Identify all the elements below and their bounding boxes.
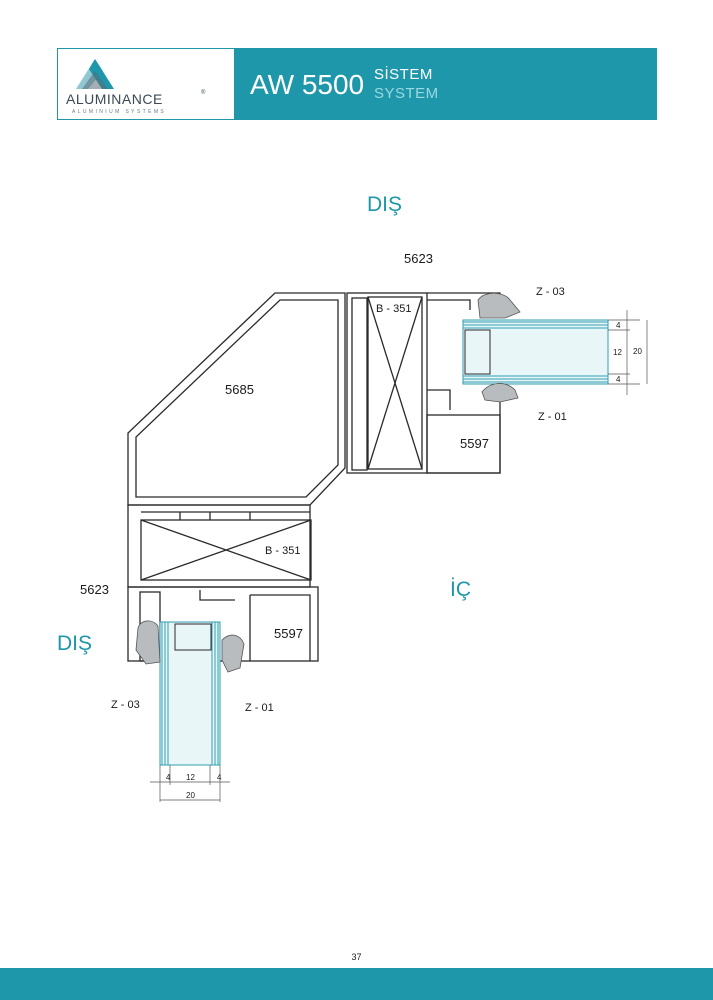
dim-right-4a: 4 xyxy=(616,321,621,330)
logo: ALUMINANCE ® ALUMINIUM SYSTEMS xyxy=(58,49,234,119)
gasket-z03-top xyxy=(477,292,521,319)
label-profile-5597-bottom: 5597 xyxy=(274,626,303,641)
label-gasket-z01-top: Z - 01 xyxy=(538,411,567,423)
registered-mark: ® xyxy=(201,90,206,96)
page-number: 37 xyxy=(351,952,362,962)
label-profile-5685: 5685 xyxy=(225,382,254,397)
dim-right-12: 12 xyxy=(613,348,622,357)
header-bar: ALUMINANCE ® ALUMINIUM SYSTEMS AW 5500 S… xyxy=(57,48,657,120)
brand-name: ALUMINANCE xyxy=(66,91,163,107)
label-profile-5597-top: 5597 xyxy=(460,436,489,451)
label-gasket-z03-top: Z - 03 xyxy=(536,286,565,298)
logo-mark-icon xyxy=(76,59,114,89)
gasket-z03-bottom xyxy=(135,620,161,665)
brand-subtitle: ALUMINIUM SYSTEMS xyxy=(72,109,167,115)
profile-5685-outer xyxy=(127,292,346,506)
label-insulation-b351-bottom: B - 351 xyxy=(265,545,301,557)
label-inside: İÇ xyxy=(450,578,471,601)
glass-unit-right xyxy=(462,319,609,385)
dim-right-20: 20 xyxy=(633,347,642,356)
label-gasket-z01-bottom: Z - 01 xyxy=(245,702,274,714)
profile-5685-inner xyxy=(135,299,339,498)
profile-5623-top xyxy=(346,292,428,474)
label-outside-left: DIŞ xyxy=(57,632,93,655)
dim-bottom-4b: 4 xyxy=(217,773,222,782)
insulation-b351-bottom xyxy=(140,519,312,581)
label-gasket-z03-bottom: Z - 03 xyxy=(111,699,140,711)
label-profile-5623-left: 5623 xyxy=(80,582,109,597)
dim-bottom-20: 20 xyxy=(186,791,195,800)
insulation-b351-top xyxy=(367,296,423,470)
title-panel: AW 5500 SİSTEM SYSTEM xyxy=(234,49,656,119)
system-label-tr: SİSTEM xyxy=(374,66,433,83)
dim-bottom-12: 12 xyxy=(186,773,195,782)
gasket-z01-top xyxy=(481,383,519,403)
glass-unit-bottom xyxy=(159,621,221,766)
footer-bar xyxy=(0,968,713,1000)
dimension-lines-right xyxy=(608,310,648,395)
label-outside-top: DIŞ xyxy=(367,193,403,216)
dim-right-4b: 4 xyxy=(616,375,621,384)
system-label-en: SYSTEM xyxy=(374,85,439,102)
product-title: AW 5500 xyxy=(250,69,365,100)
dim-bottom-4a: 4 xyxy=(166,773,171,782)
gasket-z01-bottom xyxy=(221,634,245,673)
dimension-lines-bottom xyxy=(150,765,230,802)
label-profile-5623-top: 5623 xyxy=(404,251,433,266)
label-insulation-b351-top: B - 351 xyxy=(376,303,412,315)
